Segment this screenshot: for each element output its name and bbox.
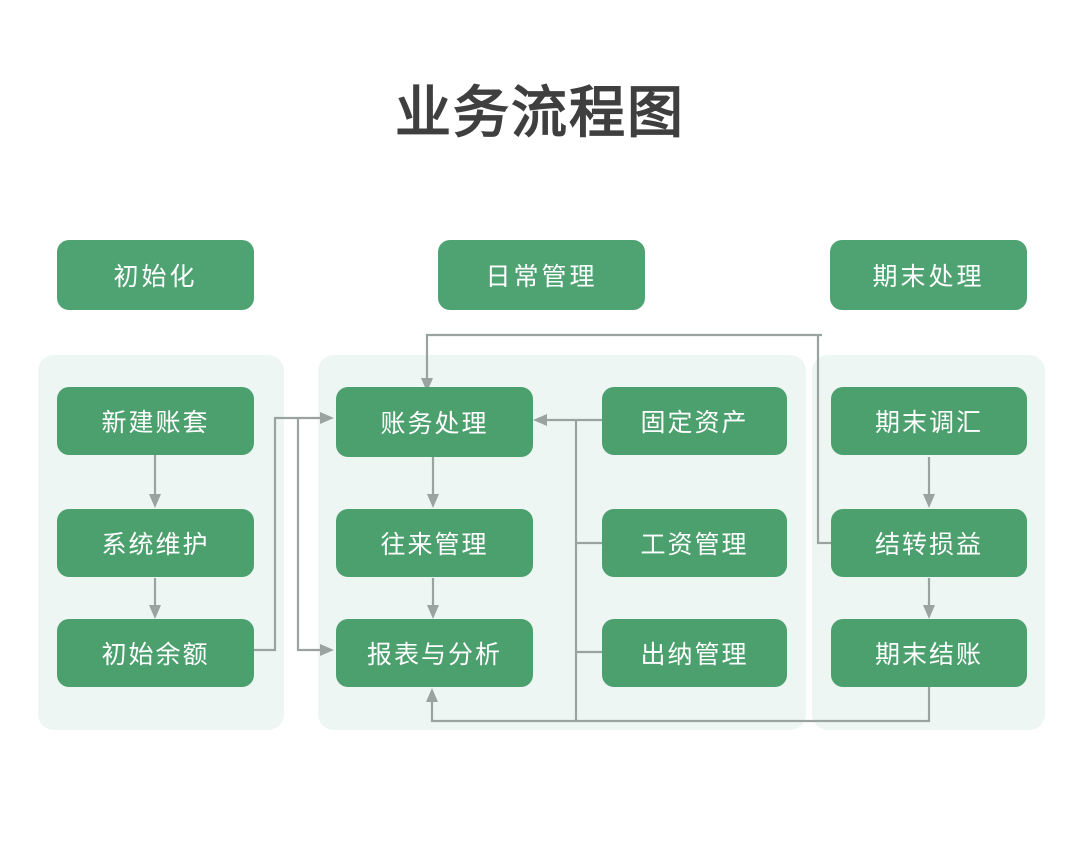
node-receivables-payables[interactable]: 往来管理 <box>336 509 533 577</box>
node-initial-balance[interactable]: 初始余额 <box>57 619 254 687</box>
section-header-label: 初始化 <box>113 263 198 291</box>
node-label: 初始余额 <box>101 641 210 669</box>
node-label: 报表与分析 <box>366 641 502 669</box>
node-carry-forward-profit-loss[interactable]: 结转损益 <box>831 509 1027 577</box>
node-new-account-set[interactable]: 新建账套 <box>57 387 254 455</box>
node-period-end-closing[interactable]: 期末结账 <box>831 619 1027 687</box>
node-label: 系统维护 <box>101 531 210 559</box>
node-fixed-assets[interactable]: 固定资产 <box>602 387 787 455</box>
section-header-initialization[interactable]: 初始化 <box>57 240 254 310</box>
node-accounting-processing[interactable]: 账务处理 <box>336 387 533 457</box>
node-reports-analysis[interactable]: 报表与分析 <box>336 619 533 687</box>
section-header-label: 日常管理 <box>485 263 598 291</box>
section-header-period-end[interactable]: 期末处理 <box>830 240 1027 310</box>
section-header-daily-management[interactable]: 日常管理 <box>438 240 645 310</box>
node-cashier-management[interactable]: 出纳管理 <box>602 619 787 687</box>
node-label: 结转损益 <box>874 531 983 559</box>
node-label: 往来管理 <box>380 531 489 559</box>
node-label: 工资管理 <box>640 531 749 559</box>
section-header-label: 期末处理 <box>872 263 985 291</box>
page-title: 业务流程图 <box>395 81 685 144</box>
node-label: 账务处理 <box>380 410 489 438</box>
node-period-end-fx-adjustment[interactable]: 期末调汇 <box>831 387 1027 455</box>
node-payroll-management[interactable]: 工资管理 <box>602 509 787 577</box>
node-label: 固定资产 <box>640 409 749 437</box>
node-label: 期末调汇 <box>874 409 983 437</box>
node-system-maintenance[interactable]: 系统维护 <box>57 509 254 577</box>
node-label: 出纳管理 <box>640 641 749 669</box>
node-label: 期末结账 <box>874 641 983 669</box>
node-label: 新建账套 <box>101 409 210 437</box>
